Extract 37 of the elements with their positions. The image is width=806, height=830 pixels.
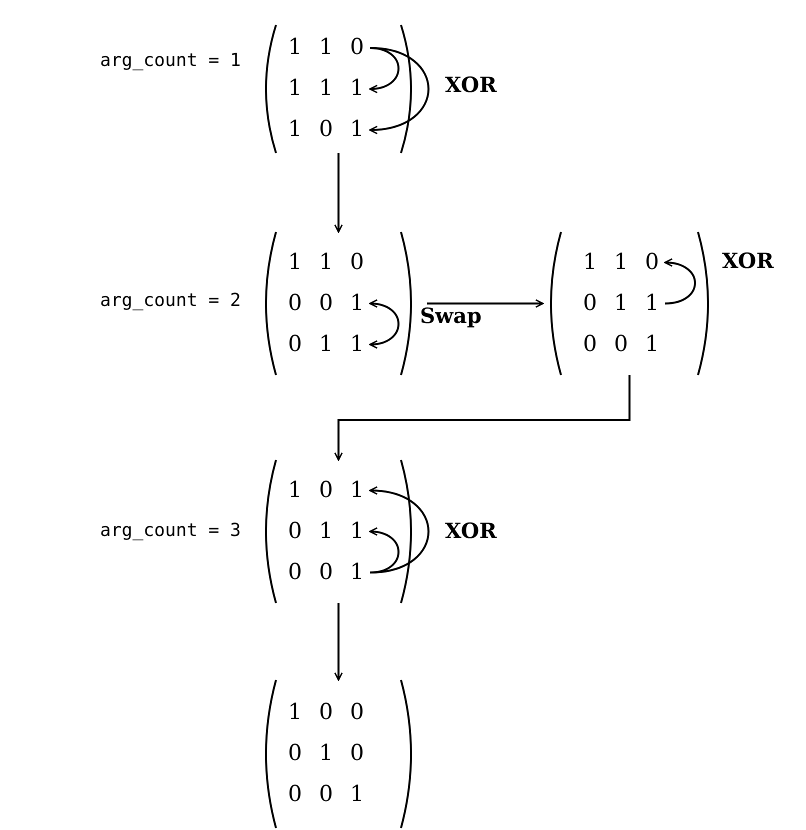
matrix-row: 1 0 1 — [288, 478, 370, 504]
matrix-row: 0 1 0 — [288, 741, 370, 767]
matrix-row: 0 0 1 — [583, 332, 665, 358]
matrix-row: 0 0 1 — [288, 290, 370, 316]
arrow — [369, 486, 430, 574]
matrix-row: 0 1 1 — [288, 332, 370, 358]
arrow — [369, 47, 430, 134]
matrix-row: 1 0 1 — [288, 117, 370, 143]
arrow — [369, 528, 400, 574]
edge-label: Swap — [420, 303, 482, 328]
variable-label: arg_count = 2 — [100, 290, 241, 311]
arrow — [427, 299, 544, 308]
variable-label: arg_count = 1 — [100, 50, 241, 71]
matrix-row: 1 1 0 — [583, 250, 665, 276]
arrow — [369, 300, 400, 348]
matrix-row: 0 0 1 — [288, 560, 370, 586]
matrix-row: 0 0 1 — [288, 782, 370, 808]
arrow — [334, 375, 630, 461]
matrix — [262, 460, 415, 603]
arrow — [334, 153, 343, 233]
arrow — [664, 258, 696, 304]
matrix — [262, 232, 415, 375]
matrix-row: 1 1 1 — [288, 76, 370, 102]
matrix-row: 0 1 1 — [583, 290, 665, 316]
matrix-row: 1 0 0 — [288, 700, 370, 726]
variable-label: arg_count = 3 — [100, 520, 241, 541]
edge-label: XOR — [445, 518, 497, 543]
matrix-row: 1 1 0 — [288, 250, 370, 276]
edge-label: XOR — [445, 72, 497, 97]
arrow — [334, 603, 343, 681]
arrow — [369, 47, 400, 93]
matrix — [262, 680, 415, 828]
matrix-row: 0 1 1 — [288, 518, 370, 544]
matrix — [262, 25, 415, 153]
matrix-row: 1 1 0 — [288, 35, 370, 61]
edge-label: XOR — [722, 248, 774, 273]
matrix — [547, 232, 712, 375]
